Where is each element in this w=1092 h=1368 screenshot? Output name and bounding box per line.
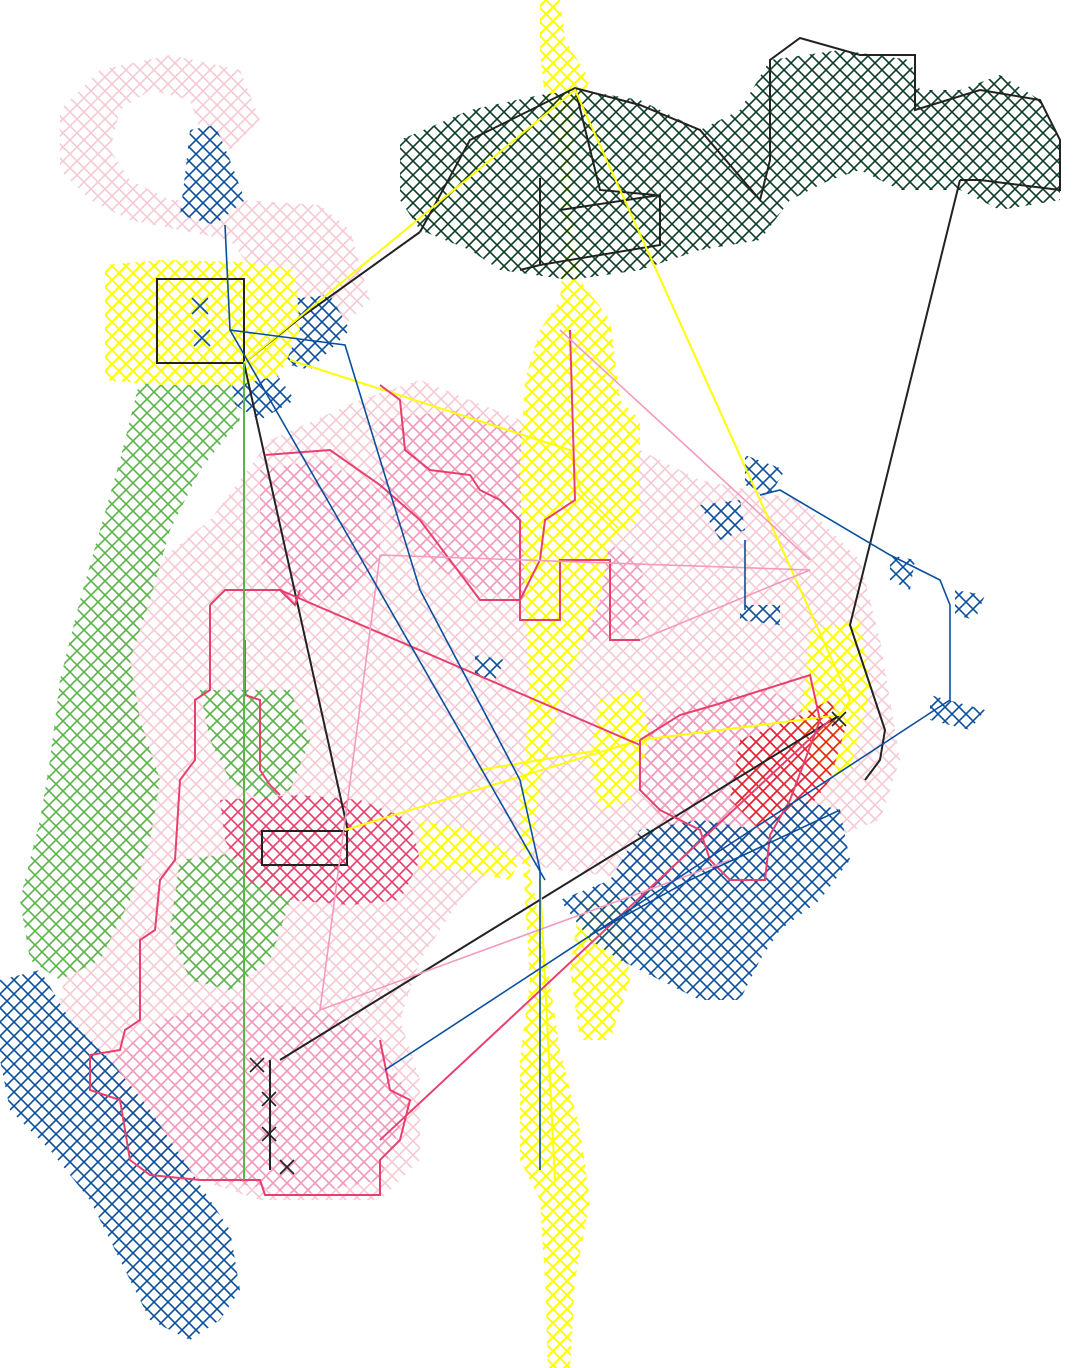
pink-lower-left-mass — [60, 380, 900, 1200]
black-stitch-marks — [249, 711, 847, 1175]
navy-right-mass — [560, 800, 850, 1000]
stitch-marks — [191, 297, 211, 347]
pink-top-left-loop — [60, 55, 370, 340]
yellow-square-top-left — [105, 260, 300, 385]
yellow-vertical-band — [420, 0, 870, 1368]
navy-bottom-left — [0, 970, 240, 1340]
pink-thread — [319, 329, 811, 1011]
navy-thread — [224, 224, 951, 1170]
